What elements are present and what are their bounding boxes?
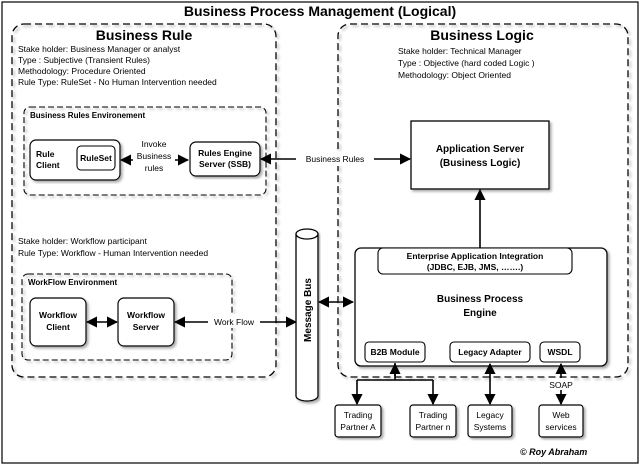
rules-engine-label: Server (SSB): [199, 159, 251, 169]
workflow-server-label: Server: [133, 322, 160, 332]
external-label: services: [545, 422, 576, 432]
business-rule-heading: Business Rule: [96, 27, 193, 43]
message-bus-label: Message Bus: [303, 278, 314, 342]
trading-partner-a-box: [334, 404, 382, 438]
business-logic-section: [337, 23, 629, 378]
wf-line: Rule Type: Workflow - Human Intervention…: [18, 248, 208, 258]
legacy-systems-box: [467, 404, 513, 438]
eai-box: [377, 247, 573, 275]
soap-label-bg: [548, 378, 574, 390]
br-line: Stake holder: Business Manager or analys…: [18, 44, 181, 54]
copyright-text: © Roy Abraham: [520, 447, 587, 457]
legacy-adapter-box: [449, 341, 531, 363]
b2b-module-box: [364, 341, 426, 363]
external-label: Trading: [344, 410, 373, 420]
diagram-title: Business Process Management (Logical): [184, 3, 456, 19]
message-bus: [295, 228, 319, 402]
invoke-label-bg: [133, 137, 175, 175]
br-line: Type : Subjective (Transient Rules): [18, 55, 150, 65]
external-label: Partner n: [416, 422, 451, 432]
work-flow-label: Work Flow: [214, 317, 255, 327]
rules-engine-label: Rules Engine: [198, 148, 252, 158]
external-label: Legacy: [476, 410, 504, 420]
invoke-label: rules: [145, 163, 163, 173]
bl-line: Type : Objective (hard coded Logic ): [398, 58, 535, 68]
workflow-env-label: WorkFlow Environment: [28, 278, 118, 287]
rules-env-label: Business Rules Environement: [30, 111, 145, 120]
bl-line: Stake holder: Technical Manager: [398, 46, 522, 56]
workflow-client-label: Workflow: [39, 310, 77, 320]
work-flow-label-bg: [208, 314, 260, 328]
business-rules-label: Business Rules: [306, 154, 365, 164]
application-server-label: (Business Logic): [440, 158, 521, 169]
workflow-client-label: Client: [46, 322, 70, 332]
rule-client-label: Rule: [36, 149, 55, 159]
workflow-server-label: Workflow: [127, 310, 165, 320]
br-line: Methodology: Procedure Oriented: [18, 66, 146, 76]
wsdl-label: WSDL: [547, 347, 572, 357]
rule-client-label: Client: [36, 160, 60, 170]
external-label: Trading: [419, 410, 448, 420]
business-rule-section: [11, 23, 277, 378]
external-label: Partner A: [340, 422, 376, 432]
web-services-box: [538, 404, 584, 438]
b2b-module-label: B2B Module: [370, 347, 419, 357]
eai-label: (JDBC, EJB, JMS, …….): [427, 262, 524, 272]
bpe-label: Engine: [463, 308, 497, 319]
application-server-label: Application Server: [436, 144, 524, 155]
external-label: Systems: [474, 422, 507, 432]
br-line: Rule Type: RuleSet - No Human Interventi…: [18, 77, 217, 87]
invoke-label: Business: [137, 151, 172, 161]
external-label: Web: [552, 410, 570, 420]
soap-label: SOAP: [549, 380, 573, 390]
business-logic-heading: Business Logic: [430, 27, 534, 43]
business-rules-label-bg: [296, 152, 374, 166]
legacy-adapter-label: Legacy Adapter: [458, 347, 522, 357]
bpe-label: Business Process: [437, 294, 524, 305]
ruleset-label: RuleSet: [80, 153, 112, 163]
eai-label: Enterprise Application Integration: [407, 251, 544, 261]
wf-line: Stake holder: Workflow participant: [18, 236, 147, 246]
application-server-box: [410, 120, 550, 190]
invoke-label: Invoke: [141, 139, 166, 149]
wsdl-box: [539, 341, 581, 363]
bl-line: Methodology: Object Oriented: [398, 70, 511, 80]
trading-partner-n-box: [409, 404, 457, 438]
ruleset-box: [76, 145, 116, 171]
